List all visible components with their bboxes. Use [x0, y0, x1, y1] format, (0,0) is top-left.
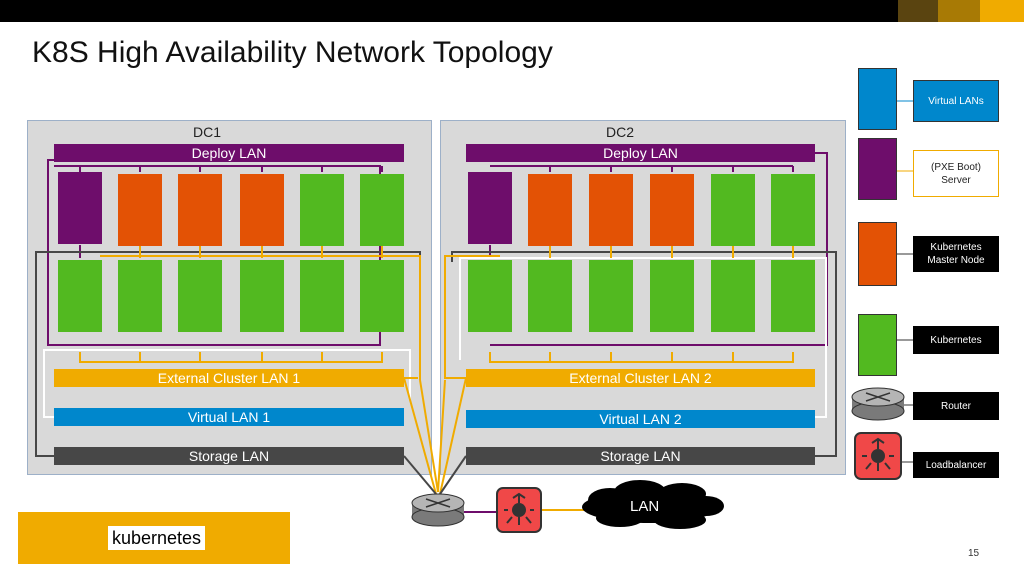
dc1-master-node [240, 174, 284, 246]
dc2-master-node [528, 174, 572, 246]
dc1-worker-node [300, 260, 344, 332]
dc2-storage-lan: Storage LAN [466, 447, 815, 465]
dc2-worker-node [468, 260, 512, 332]
dc1-worker-node [360, 260, 404, 332]
legend-master-line2: Master Node [927, 255, 985, 266]
dc2-worker-node [528, 260, 572, 332]
dc2-master-node [650, 174, 694, 246]
legend-master-label: Kubernetes Master Node [913, 236, 999, 272]
dc1-label: DC1 [193, 124, 222, 140]
legend-router-label: Router [913, 392, 999, 420]
lan-cloud-label: LAN [630, 498, 660, 515]
dc1-pxe-server-node [58, 172, 102, 244]
legend-master-line1: Kubernetes [930, 242, 982, 253]
dc2-worker-node [711, 260, 755, 332]
dc1-worker-node [300, 174, 344, 246]
dc1-virtual-lan: Virtual LAN 1 [54, 408, 404, 426]
legend-kubernetes-swatch [858, 314, 897, 376]
dc1-worker-node [240, 260, 284, 332]
dc1-worker-node [178, 260, 222, 332]
top-bar-swatch-dark [898, 0, 938, 22]
kubernetes-logo-text: kubernetes [108, 526, 206, 550]
legend-kubernetes-label: Kubernetes [913, 326, 999, 354]
page-number: 15 [968, 548, 980, 559]
dc2-worker-node [650, 260, 694, 332]
dc2-worker-node [589, 260, 633, 332]
dc1-storage-lan: Storage LAN [54, 447, 404, 465]
dc2-worker-node [711, 174, 755, 246]
legend-master-swatch [858, 222, 897, 286]
dc2-external-cluster-lan: External Cluster LAN 2 [466, 369, 815, 387]
top-bar-swatch-gold [980, 0, 1024, 22]
dc1-deploy-lan: Deploy LAN [54, 144, 404, 162]
page-title: K8S High Availability Network Topology [32, 36, 553, 69]
dc1-worker-node [360, 174, 404, 246]
legend-router-icon [851, 387, 905, 421]
legend-pxe-line1: (PXE Boot) [930, 161, 982, 173]
legend-pxe-label: (PXE Boot) Server [913, 150, 999, 197]
dc1-master-node [178, 174, 222, 246]
dc1-master-node [118, 174, 162, 246]
dc1-worker-node [118, 260, 162, 332]
dc2-virtual-lan: Virtual LAN 2 [466, 410, 815, 428]
top-bar [0, 0, 1024, 22]
lan-cloud-icon [582, 480, 724, 529]
dc1-external-cluster-lan: External Cluster LAN 1 [54, 369, 404, 387]
dc2-worker-node [771, 260, 815, 332]
dc2-deploy-lan: Deploy LAN [466, 144, 815, 162]
kubernetes-logo: kubernetes [18, 512, 290, 564]
loadbalancer-icon [496, 487, 542, 533]
legend-pxe-line2: Server [941, 174, 971, 186]
top-bar-swatch-mid [938, 0, 980, 22]
dc2-pxe-server-node [468, 172, 512, 244]
legend-virtual-lans-swatch [858, 68, 897, 130]
dc2-worker-node [771, 174, 815, 246]
dc1-worker-node [58, 260, 102, 332]
dc2-master-node [589, 174, 633, 246]
legend-pxe-swatch [858, 138, 897, 200]
legend-loadbalancer-label: Loadbalancer [913, 452, 999, 478]
router-icon [411, 493, 465, 527]
legend-loadbalancer-icon [854, 432, 902, 480]
dc2-label: DC2 [606, 124, 635, 140]
legend-virtual-lans-label: Virtual LANs [913, 80, 999, 122]
